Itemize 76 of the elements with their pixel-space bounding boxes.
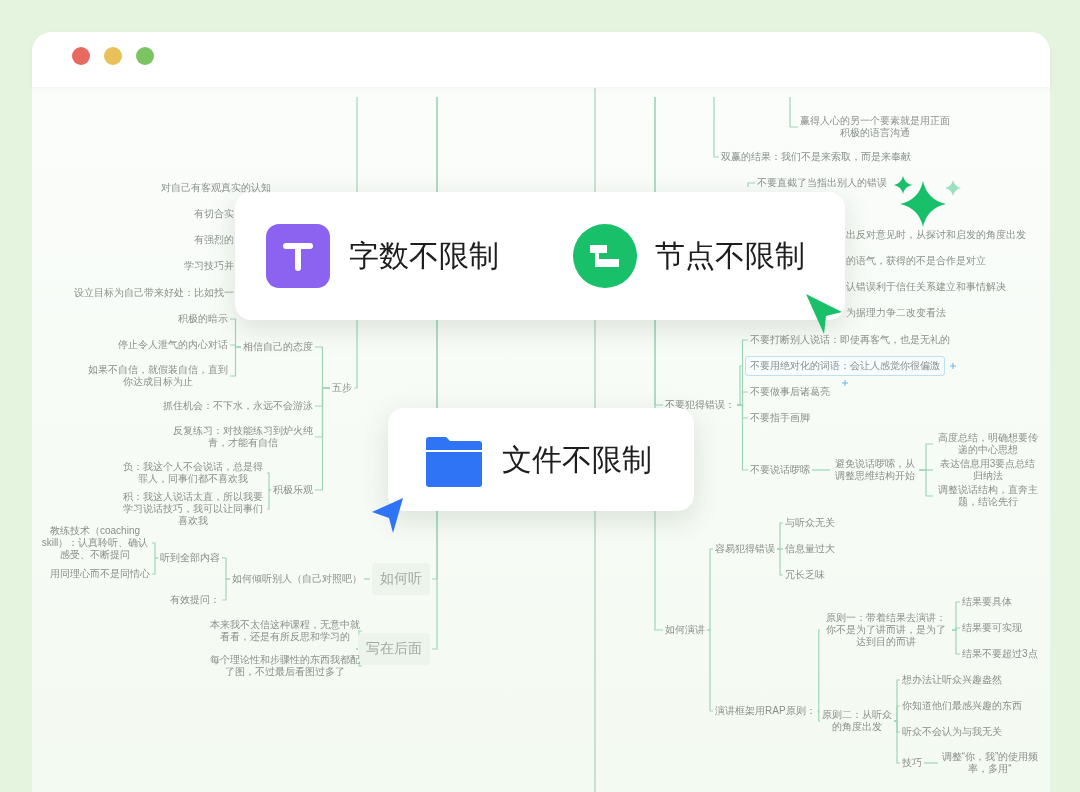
connector-line [893,705,901,722]
topic-text: 五步 [332,382,352,394]
topic-text: 如果不自信，就假装自信，直到你达成目标为止 [88,364,228,388]
connector-line [918,469,934,497]
topic-text: 你知道他们最感兴趣的东西 [902,700,1022,712]
topic-text: 结果要可实现 [962,622,1022,634]
topic-text: 积极的暗示 [178,313,228,325]
topic-text: 调整“你，我”的使用频率，多用“ [940,751,1040,775]
feature-title: 字数不限制 [349,237,499,274]
topic-text: 反复练习：对技能练习到炉火纯青，才能有自信 [173,425,313,449]
topic-text: 不要做事后诸葛亮 [750,386,830,398]
topic-text: 赢得人心的另一个要素就是用正面积极的语言沟通 [800,115,950,139]
topic-text: 容易犯得错误 [715,543,775,555]
topic-text: 表达信息用3要点总结归纳法 [935,458,1040,482]
topic-text: 对自己有客观真实的认知 [161,182,271,194]
topic-text: 高度总结，明确想要传递的中心思想 [935,432,1040,456]
connector-line [229,346,242,377]
topic-text: 每个理论性和步骤性的东西我都配了图，不过最后看图过多了 [210,654,360,678]
feature-title: 节点不限制 [655,237,805,274]
topic-text: 积极乐观 [273,484,313,496]
connector-line [747,182,756,188]
selected-topic: 不要用绝对化的词语：会让人感觉你很偏激 [745,356,945,376]
topic-text: 与听众无关 [785,517,835,529]
topic-text: 原则一：带着结果去演讲：你不是为了讲而讲，是为了达到目的而讲 [822,612,950,648]
connector-line [151,542,159,559]
topic-text: 教练技术（coaching skill）：认真聆听、确认感受、不断提问 [40,525,150,561]
topic-text: 不要指手画脚 [750,412,810,424]
connector-line [893,720,901,764]
topic-box: 如何听 [372,563,430,595]
connector-line [363,578,371,580]
connector-line [736,365,744,406]
topic-text: 演讲框架用RAP原则： [715,705,816,717]
connector-line [789,96,799,128]
connector-line [266,489,272,510]
connector-line [951,629,961,655]
topic-text: 有效提问： [170,594,220,606]
topic-text: 不要直截了当指出别人的错误 [757,177,887,189]
connector-line [713,96,720,158]
topic-text: 本来我不太信这种课程，无意中就看看，还是有所反思和学习的 [210,619,360,643]
feature-card [235,192,845,320]
topic-text: 信息量过大 [785,543,835,555]
topic-text: 双赢的结果：我们不是来索取，而是来奉献 [721,151,911,163]
connector-line [266,472,272,491]
connector-line [816,629,821,712]
connector-line [314,387,331,491]
topic-text: 结果要具体 [962,596,1012,608]
topic-text: 听众不会认为与我无关 [902,726,1002,738]
topic-text: 原则二：从听众的角度出发 [822,709,892,733]
connector-line [816,710,821,722]
connector-line [776,548,784,576]
connector-line [706,629,714,712]
feature-title: 文件不限制 [502,441,652,478]
topic-text: 不要打断别人说话：即使再客气，也是无礼的 [750,334,950,346]
topic-text: 用同理心而不是同情心 [50,568,150,580]
topic-text: 技巧 [902,757,922,769]
topic-text: 停止令人泄气的内心对话 [118,339,228,351]
topic-text: 如何倾听别人（自己对照吧） [232,573,362,585]
connector-line [923,762,939,764]
topic-text: 听到全部内容 [160,552,220,564]
topic-text: 积：我这人说话太直，所以我要学习说话技巧，我可以让同事们喜欢我 [120,491,265,527]
topic-text: 不要说话啰嗦 [750,464,810,476]
topic-text: 负：我这个人不会说话，总是得罪人，同事们都不喜欢我 [120,461,265,485]
connector-line [221,578,231,601]
topic-text: 避免说话啰嗦，从调整思维结构开始 [832,458,917,482]
topic-text: 调整说话结构，直奔主题，结论先行 [935,484,1040,508]
topic-text: 如何演讲 [665,624,705,636]
topic-text: 结果不要超过3点 [962,648,1038,660]
connector-line [706,548,714,631]
connector-line [811,469,831,471]
feature-card [388,408,694,511]
connector-line [151,557,159,575]
topic-text: 抓住机会：不下水，永远不会游泳 [163,400,313,412]
connector-line [776,522,784,550]
topic-text: 相信自己的态度 [243,341,313,353]
topic-text: 冗长乏味 [785,569,825,581]
topic-text: 想办法让听众兴趣盎然 [902,674,1002,686]
